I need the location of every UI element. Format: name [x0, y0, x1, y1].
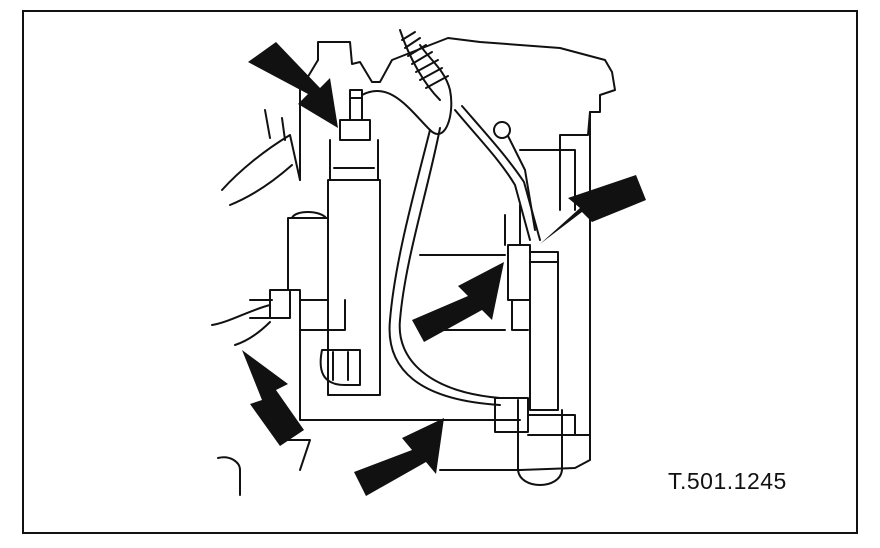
figure-frame: [22, 10, 858, 534]
mounting-bracket-outline: [317, 37, 616, 471]
left-pump-body: [327, 179, 381, 396]
callout-arrow-top-right: [540, 175, 646, 244]
left-pump-outlet: [287, 217, 329, 301]
callout-arrow-top-left: [248, 42, 338, 128]
callout-arrow-middle: [412, 262, 504, 342]
callout-arrow-bottom-left: [242, 350, 304, 446]
coiled-wire: [401, 31, 449, 89]
wiring-harness: [361, 44, 453, 135]
right-pump-body: [529, 261, 559, 411]
figure-reference-label: T.501.1245: [668, 468, 787, 494]
callout-arrow-bottom: [354, 418, 444, 496]
